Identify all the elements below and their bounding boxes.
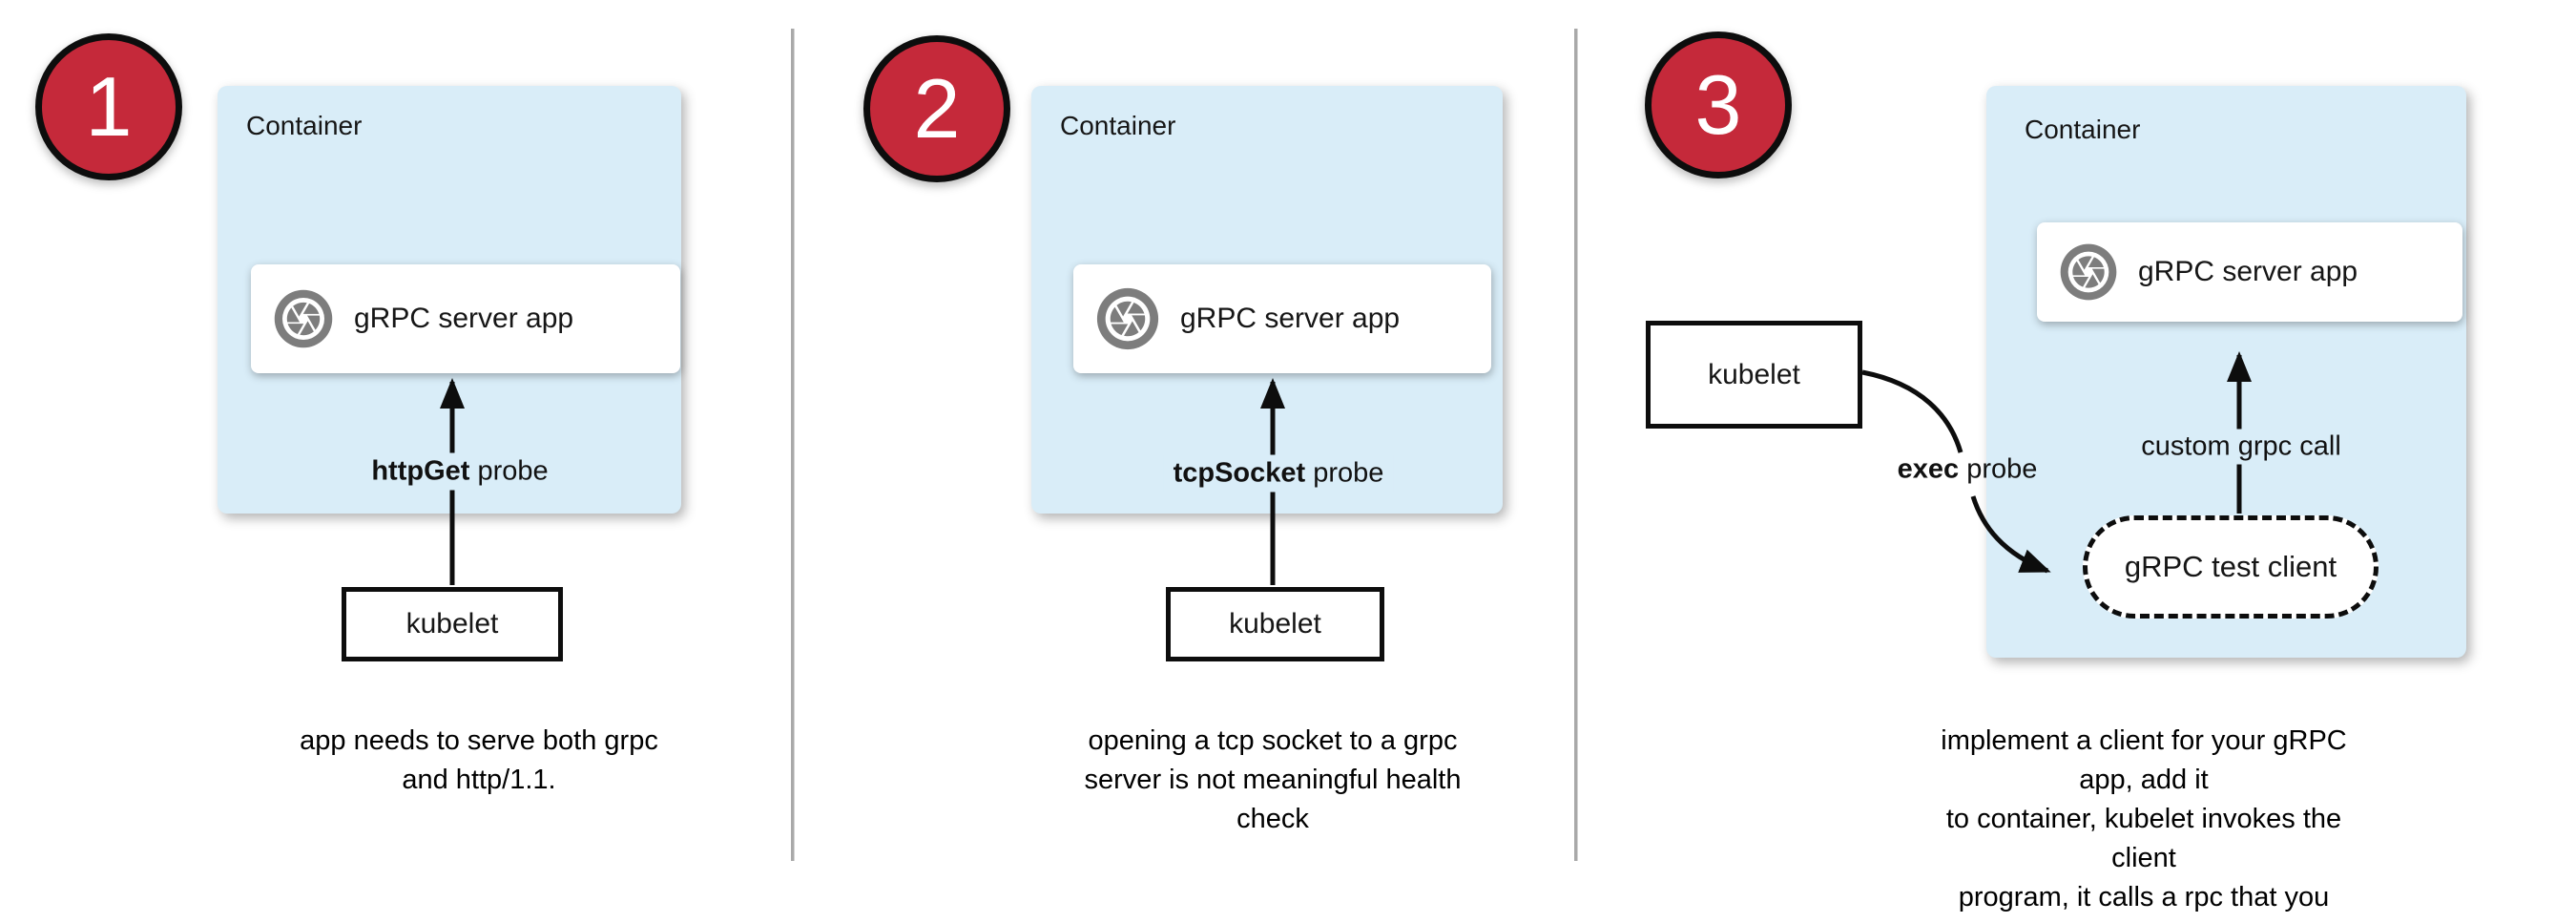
exec-probe-label: exec probe (1898, 454, 2038, 486)
httpget-probe-label: httpGet probe (362, 452, 558, 491)
exec-probe-curve-upper (1861, 369, 1963, 453)
grpc-server-app-label: gRPC server app (2138, 256, 2358, 287)
container-label: Container (1060, 111, 1176, 140)
grpc-test-client-label: gRPC test client (2124, 550, 2337, 583)
step-number: 2 (913, 61, 961, 156)
panel-divider-1 (791, 29, 795, 861)
kubelet-label: kubelet (405, 608, 499, 640)
kubelet-label: kubelet (1708, 358, 1800, 390)
step-badge-1: 1 (35, 33, 182, 180)
probe-type: httpGet (371, 455, 470, 487)
panel-divider-2 (1574, 29, 1578, 861)
grpc-server-app-box-2: gRPC server app (1073, 264, 1491, 373)
step-badge-3: 3 (1645, 31, 1792, 178)
grpc-server-app-box-1: gRPC server app (251, 264, 680, 373)
probe-type: tcpSocket (1173, 457, 1306, 489)
grpc-server-app-box-3: gRPC server app (2037, 222, 2462, 322)
kubelet-box-1: kubelet (342, 587, 563, 661)
kubelet-box-3: kubelet (1646, 321, 1862, 429)
custom-grpc-call-label: custom grpc call (2133, 429, 2349, 465)
probe-word: probe (469, 455, 549, 487)
aperture-icon (272, 287, 335, 350)
container-label: Container (2025, 115, 2141, 144)
grpc-server-app-label: gRPC server app (1180, 303, 1401, 334)
grpc-server-app-label: gRPC server app (354, 303, 574, 334)
tcpsocket-probe-label: tcpSocket probe (1163, 454, 1394, 493)
aperture-icon (1094, 285, 1161, 352)
caption-1: app needs to serve both grpc and http/1.… (300, 725, 658, 795)
grpc-test-client-box: gRPC test client (2083, 515, 2379, 619)
probe-word: probe (1959, 453, 2038, 485)
probe-word: probe (1305, 457, 1384, 489)
aperture-icon (2058, 241, 2119, 303)
caption-2: opening a tcp socket to a grpc server is… (1084, 725, 1462, 834)
caption-3: implement a client for your gRPC app, ad… (1941, 725, 2347, 923)
step-number: 1 (85, 59, 133, 154)
probe-type: exec (1897, 453, 1960, 485)
kubelet-label: kubelet (1229, 608, 1321, 640)
container-label: Container (246, 111, 363, 140)
exec-probe-curve-lower (1970, 495, 2051, 574)
step-badge-2: 2 (863, 35, 1010, 182)
step-number: 3 (1694, 57, 1742, 152)
kubelet-box-2: kubelet (1166, 587, 1384, 661)
